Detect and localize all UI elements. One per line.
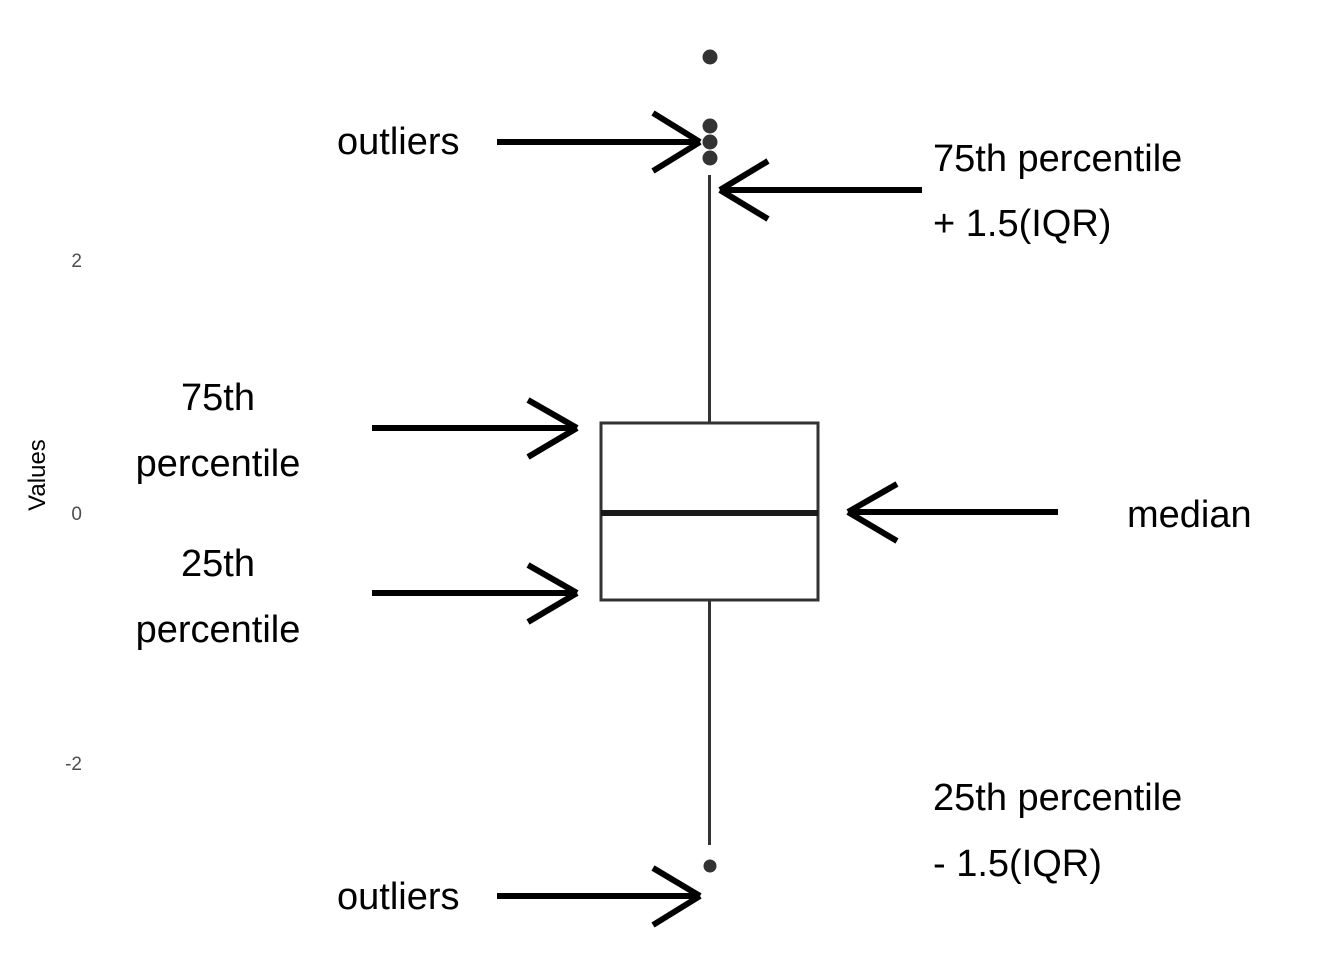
label-q3-line1: 75th xyxy=(181,377,255,419)
arrow-q3 xyxy=(372,397,579,460)
label-lower-fence-line1: 25th percentile xyxy=(933,777,1183,819)
label-upper-fence-line1: 75th percentile xyxy=(933,138,1183,180)
outlier-point xyxy=(702,49,718,65)
arrow-outliers-top xyxy=(497,110,702,174)
label-outliers-bottom: outliers xyxy=(337,876,460,918)
outlier-point xyxy=(703,859,717,873)
y-tick-label-2: 2 xyxy=(71,251,82,272)
label-upper-fence-line2: + 1.5(IQR) xyxy=(933,203,1112,245)
label-q3-line2: percentile xyxy=(135,443,301,485)
label-lower-fence-line2: - 1.5(IQR) xyxy=(933,843,1102,885)
label-outliers-top: outliers xyxy=(337,121,460,163)
y-tick-label-minus-2: -2 xyxy=(65,754,82,775)
y-tick-label-0: 0 xyxy=(71,504,82,525)
label-q1-line2: percentile xyxy=(135,609,301,651)
outlier-point xyxy=(702,118,718,134)
arrow-outliers-bottom xyxy=(497,865,702,928)
arrow-median xyxy=(846,481,1058,544)
arrow-q1 xyxy=(372,562,579,625)
label-q1-line1: 25th xyxy=(181,543,255,585)
label-median: median xyxy=(1127,494,1252,536)
outlier-point xyxy=(702,134,718,150)
arrow-upper-fence xyxy=(718,158,922,222)
outlier-point xyxy=(702,150,718,166)
